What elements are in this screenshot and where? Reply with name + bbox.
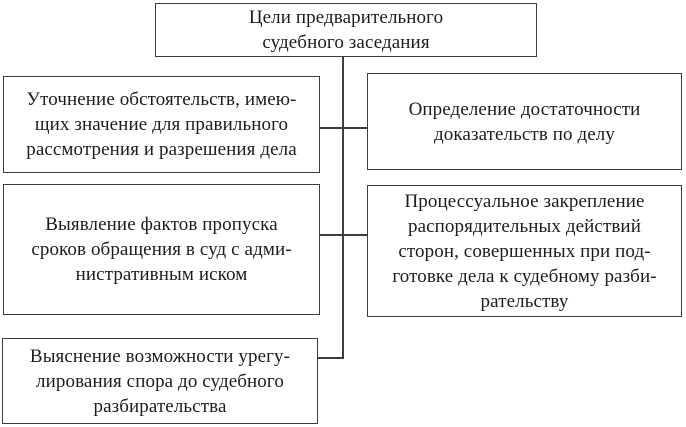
connector-row-2 — [320, 234, 367, 236]
box-evidence-sufficiency: Определение достаточности доказательств … — [367, 73, 682, 170]
connector-spine-vertical — [342, 57, 344, 359]
box-missed-deadlines: Выявление фактов пропуска сроков обращен… — [3, 184, 320, 315]
connector-row-1 — [320, 127, 367, 129]
box-missed-deadlines-label: Выявление фактов пропуска сроков обращен… — [31, 214, 292, 285]
box-procedural-consolidation: Процессуальное закрепление распорядитель… — [367, 185, 682, 317]
root-goal-box: Цели предварительного судебного заседани… — [155, 3, 537, 57]
box-evidence-sufficiency-label: Определение достаточности доказательств … — [408, 98, 641, 145]
box-clarify-circumstances: Уточнение обстоятельств, имею- щих значе… — [3, 76, 320, 173]
box-settlement-possibility-label: Выяснение возможности урегу- лирования с… — [29, 345, 291, 417]
root-goal-label: Цели предварительного судебного заседани… — [248, 7, 444, 53]
box-settlement-possibility: Выяснение возможности урегу- лирования с… — [2, 338, 318, 424]
box-procedural-consolidation-label: Процессуальное закрепление распорядитель… — [392, 190, 657, 312]
connector-row-3 — [318, 357, 343, 359]
box-clarify-circumstances-label: Уточнение обстоятельств, имею- щих значе… — [26, 89, 297, 160]
